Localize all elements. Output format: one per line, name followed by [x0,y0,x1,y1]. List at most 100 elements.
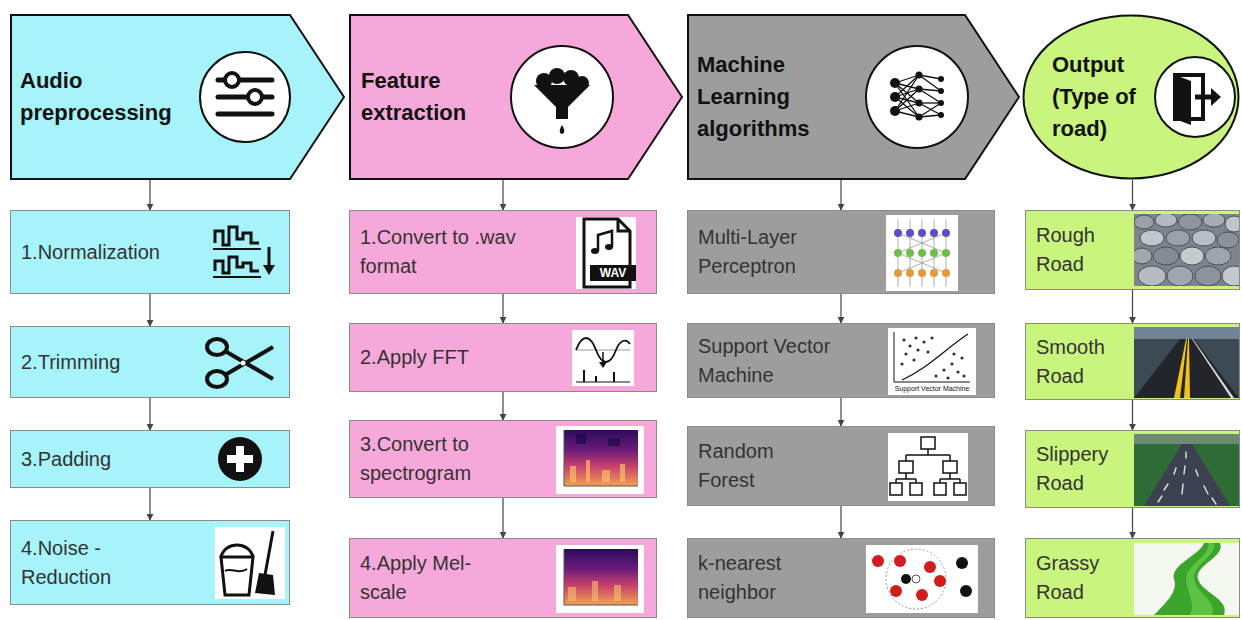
text-block: Feature extraction [361,65,511,129]
grassy-road-photo [1134,543,1239,615]
plus-icon [217,436,263,482]
mel-spectrogram-icon [556,545,644,613]
scissors-icon [203,335,277,391]
flow-arrow [840,180,841,210]
box-label: 4.Noise - Reduction [21,534,131,592]
text-block: k-nearest neighbor [698,549,818,607]
exit-door-icon [1153,55,1237,139]
box-label: Random Forest [698,437,798,495]
stage-arrow: Feature extraction [349,14,683,180]
process-box: k-nearest neighbor [687,538,995,618]
flow-arrow [1132,508,1133,538]
flow-arrow [149,180,150,210]
box-label: k-nearest neighbor [698,549,818,607]
rough-road-photo [1134,214,1239,286]
flow-arrow [1132,400,1133,430]
process-box: 4.Apply Mel-scale [349,538,657,618]
box-label: Support Vector Machine [698,332,868,390]
box-label: 3.Convert to spectrogram [360,430,550,488]
text-block: 2.Trimming [21,348,201,377]
plus-icon [217,436,263,482]
mel-spectrogram-icon [556,545,644,613]
process-box: 2.Apply FFT [349,323,657,392]
flow-arrow [840,506,841,538]
exit-door-icon [1153,55,1237,139]
flow-arrow [149,398,150,430]
flow-arrow [502,498,503,538]
process-box: Slippery Road [1025,430,1240,508]
flow-arrow [1132,180,1133,210]
output-ellipse: Output (Type of road) [1022,14,1240,180]
smooth-road-photo [1134,327,1239,398]
text-block: 1.Convert to .wav format [360,223,550,281]
box-label: Grassy Road [1036,549,1128,607]
flow-arrow [149,294,150,326]
neural-network-icon [865,45,969,149]
normalization-icon [211,223,277,283]
sliders-icon [198,50,292,144]
pentagon-outline [10,14,345,180]
box-label: 2.Apply FFT [360,343,550,372]
decision-tree-icon [888,433,968,501]
slippery-road-photo [1134,434,1239,506]
stage-arrow: Audio preprocessing [10,14,345,180]
box-label: 3.Padding [21,445,201,474]
text-block: 2.Apply FFT [360,343,550,372]
flow-arrow [840,294,841,323]
svm-icon: Support Vector Machine [888,328,976,395]
text-block: 4.Apply Mel-scale [360,549,480,607]
box-label: Multi-Layer Perceptron [698,223,848,281]
process-box: Random Forest [687,426,995,506]
funnel-icon [510,45,614,149]
text-block: 3.Convert to spectrogram [360,430,550,488]
process-box: 2.Trimming [10,326,290,398]
rough-road-photo [1134,214,1239,286]
process-box: 1.Convert to .wav format WAV [349,210,657,294]
box-label: 2.Trimming [21,348,201,377]
text-block: Random Forest [698,437,798,495]
box-label: Slippery Road [1036,440,1128,498]
text-block: Smooth Road [1036,333,1128,391]
funnel-icon [510,45,614,149]
mlp-icon [886,215,958,291]
file-type-label: WAV [590,265,636,281]
box-label: 4.Apply Mel-scale [360,549,480,607]
wav-file-icon: WAV [576,217,636,289]
text-block: 3.Padding [21,445,201,474]
scissors-icon [203,335,277,391]
box-label: Rough Road [1036,221,1128,279]
process-box: Grassy Road [1025,538,1240,618]
fft-icon [572,330,634,386]
process-box: Multi-Layer Perceptron [687,210,995,294]
svm-icon [888,328,976,395]
text-block: Multi-Layer Perceptron [698,223,848,281]
text-block: 1.Normalization [21,238,201,267]
flow-arrow [840,398,841,426]
fft-icon [572,330,634,386]
decision-tree-icon [888,433,968,501]
stage-arrow: Machine Learning algorithms [687,14,1020,180]
broom-bucket-icon [215,527,285,599]
text-block: 4.Noise - Reduction [21,534,131,592]
stage-title: Machine Learning algorithms [697,49,862,145]
stage-title: Feature extraction [361,65,511,129]
flow-arrow [502,180,503,210]
stage-title: Output (Type of road) [1052,49,1152,145]
mlp-icon [886,215,958,291]
process-box: Support Vector Machine Support Vector Ma… [687,323,995,398]
flow-arrow [502,294,503,323]
flow-arrow [149,488,150,520]
process-box: 4.Noise - Reduction [10,520,290,605]
process-box: Smooth Road [1025,323,1240,400]
box-label: Smooth Road [1036,333,1128,391]
grassy-road-photo [1134,543,1239,615]
spectrogram-icon [556,426,644,494]
process-box: Rough Road [1025,210,1240,290]
knn-icon [866,545,978,613]
box-label: 1.Normalization [21,238,201,267]
process-box: 1.Normalization [10,210,290,294]
text-block: Audio preprocessing [20,65,205,129]
icon-caption: Support Vector Machine [888,383,976,394]
text-block: Rough Road [1036,221,1128,279]
